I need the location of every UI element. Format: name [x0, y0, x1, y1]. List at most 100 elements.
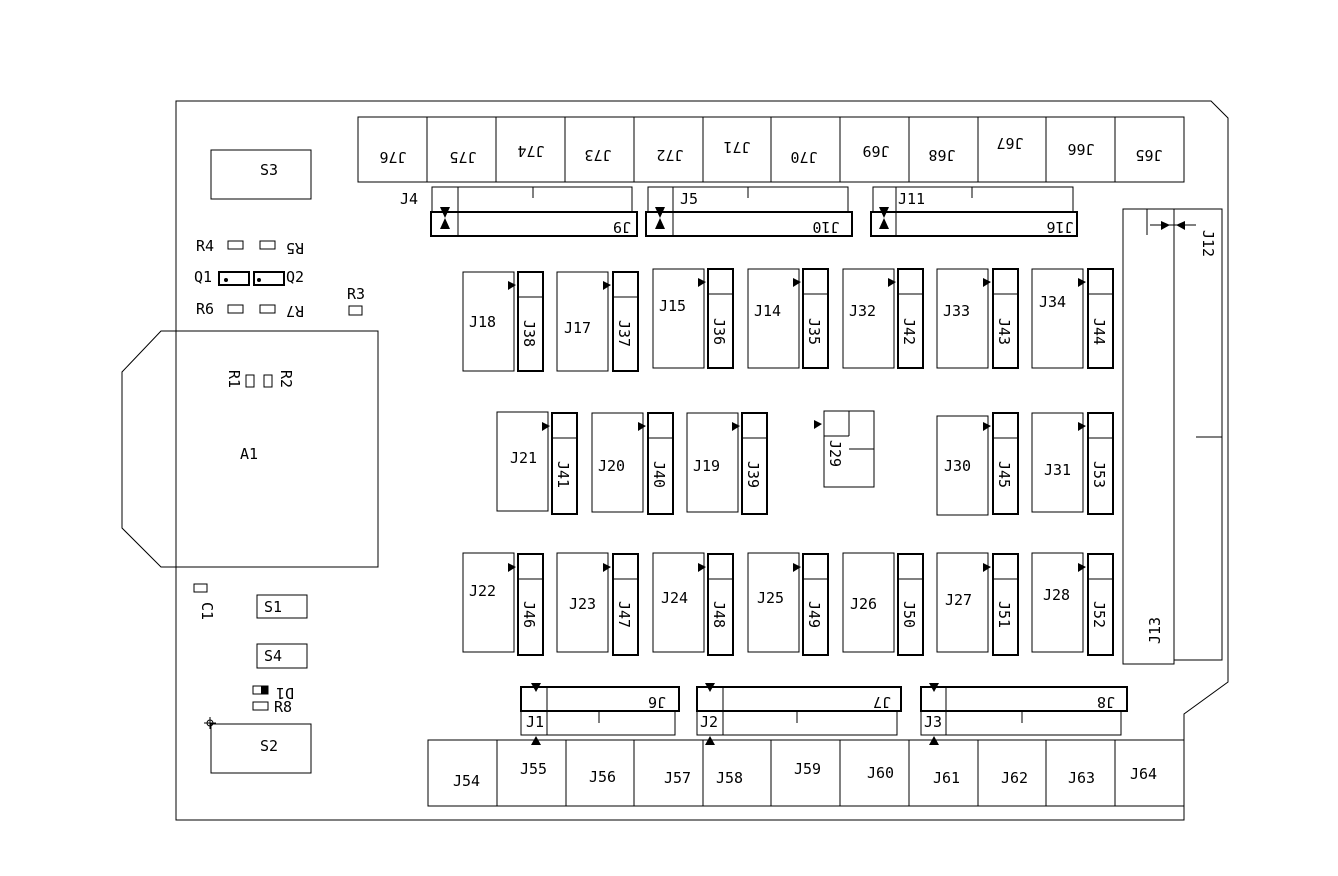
label-j15: J15 — [659, 297, 686, 315]
label-j3: J3 — [924, 713, 942, 731]
label-j37: J37 — [615, 320, 633, 347]
label-j68: J68 — [928, 146, 955, 164]
label-j47: J47 — [615, 601, 633, 628]
label-j46: J46 — [520, 601, 538, 628]
transistor-q1 — [218, 271, 250, 286]
header-j4-j9 — [430, 186, 638, 237]
header-j3-j8 — [920, 683, 1128, 745]
module-a1 — [121, 330, 379, 568]
label-j7: J7 — [873, 693, 891, 711]
pair-j17-j37 — [556, 271, 639, 372]
label-j10: J10 — [812, 218, 839, 236]
label-j11: J11 — [898, 190, 925, 208]
header-j1-j6 — [520, 683, 680, 745]
label-j45: J45 — [995, 461, 1013, 488]
label-r7: R7 — [286, 302, 304, 320]
label-j36: J36 — [710, 318, 728, 345]
diode-d1-band — [261, 686, 268, 694]
label-j39: J39 — [744, 461, 762, 488]
label-j76: J76 — [379, 148, 406, 166]
label-j40: J40 — [650, 461, 668, 488]
label-j43: J43 — [995, 318, 1013, 345]
label-s3: S3 — [260, 161, 278, 179]
label-j34: J34 — [1039, 293, 1066, 311]
top-connector-row — [357, 116, 1185, 183]
label-j33: J33 — [943, 302, 970, 320]
resistor-r4 — [227, 240, 244, 250]
label-j48: J48 — [710, 601, 728, 628]
pair-j34-j44 — [1031, 268, 1114, 369]
label-j4: J4 — [400, 190, 418, 208]
label-j62: J62 — [1001, 769, 1028, 787]
pair-j15-j36 — [652, 268, 734, 369]
pair-j31-j53 — [1031, 412, 1114, 515]
label-j6: J6 — [648, 693, 666, 711]
pair-j33-j43 — [936, 268, 1019, 369]
label-j67: J67 — [996, 134, 1023, 152]
pair-j24-j48 — [652, 552, 734, 656]
label-r4: R4 — [196, 237, 214, 255]
label-j5: J5 — [680, 190, 698, 208]
pair-j23-j47 — [556, 552, 639, 656]
label-j49: J49 — [805, 601, 823, 628]
pair-j27-j51 — [936, 552, 1019, 656]
label-j61: J61 — [933, 769, 960, 787]
resistor-r2 — [263, 374, 273, 388]
label-s2: S2 — [260, 737, 278, 755]
label-j63: J63 — [1068, 769, 1095, 787]
label-j75: J75 — [449, 148, 476, 166]
label-j53: J53 — [1090, 461, 1108, 488]
pair-j19-j39 — [686, 412, 768, 515]
q1-pin-dot — [224, 278, 228, 282]
label-j25: J25 — [757, 589, 784, 607]
label-r1: R1 — [225, 370, 243, 388]
label-j17: J17 — [564, 319, 591, 337]
label-j64: J64 — [1130, 765, 1157, 783]
label-j41: J41 — [554, 461, 572, 488]
label-q2: Q2 — [286, 268, 304, 286]
label-j29: J29 — [826, 440, 844, 467]
header-j2-j7 — [696, 683, 902, 745]
label-j58: J58 — [716, 769, 743, 787]
label-j19: J19 — [693, 457, 720, 475]
pair-j18-j38 — [462, 271, 544, 372]
label-j31: J31 — [1044, 461, 1071, 479]
connector-j29 — [814, 410, 875, 488]
label-j1: J1 — [526, 713, 544, 731]
label-j18: J18 — [469, 313, 496, 331]
pair-j25-j49 — [747, 552, 829, 656]
label-s4: S4 — [264, 647, 282, 665]
label-j32: J32 — [849, 302, 876, 320]
switch-s3 — [210, 149, 312, 200]
label-j13: J13 — [1146, 617, 1164, 644]
label-r6: R6 — [196, 300, 214, 318]
pair-j32-j42 — [842, 268, 924, 369]
label-j59: J59 — [794, 760, 821, 778]
pair-j30-j45 — [936, 412, 1019, 516]
pair-j22-j46 — [462, 552, 544, 656]
label-j52: J52 — [1090, 601, 1108, 628]
label-r8: R8 — [274, 698, 292, 716]
label-j16: J16 — [1046, 218, 1073, 236]
side-connector-j12-j13 — [1122, 208, 1223, 665]
label-j44: J44 — [1090, 318, 1108, 345]
label-j66: J66 — [1067, 140, 1094, 158]
label-j73: J73 — [584, 146, 611, 164]
label-j9: J9 — [613, 218, 631, 236]
label-j69: J69 — [862, 142, 889, 160]
label-j71: J71 — [723, 138, 750, 156]
label-j28: J28 — [1043, 586, 1070, 604]
label-j70: J70 — [790, 148, 817, 166]
switch-s2 — [210, 723, 312, 774]
label-c1: C1 — [198, 602, 216, 620]
label-d1: D1 — [276, 684, 294, 702]
label-j20: J20 — [598, 457, 625, 475]
resistor-r8 — [252, 701, 269, 711]
header-j5-j10 — [645, 186, 853, 237]
pair-j20-j40 — [591, 412, 674, 515]
label-j72: J72 — [656, 146, 683, 164]
fiducial-mark — [204, 717, 216, 729]
label-j60: J60 — [867, 764, 894, 782]
label-r5: R5 — [286, 239, 304, 257]
label-r3: R3 — [347, 285, 365, 303]
